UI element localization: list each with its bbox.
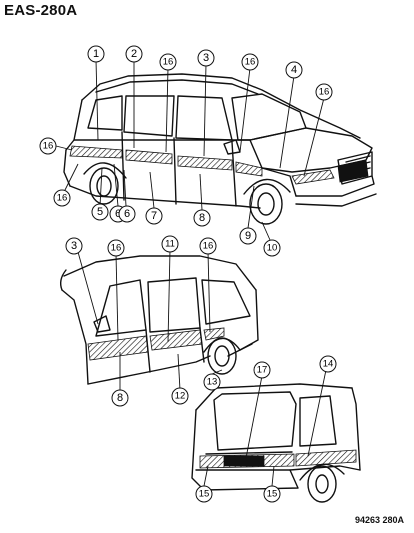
callout-top-1: 1 (87, 45, 105, 63)
diagram-code: EAS-280A (4, 2, 78, 19)
callout-side-7: 13 (203, 373, 221, 391)
callout-rear-2: 14 (319, 355, 337, 373)
callout-label: 8 (117, 392, 123, 404)
leader-lines (55, 59, 327, 487)
callout-rear-4: 15 (263, 485, 281, 503)
callout-label: 16 (203, 241, 214, 252)
callout-side-3: 11 (161, 235, 179, 253)
callout-top-13: 7 (145, 207, 163, 225)
callout-label: 16 (111, 243, 122, 254)
callout-label: 3 (203, 52, 209, 64)
callout-side-1: 3 (65, 237, 83, 255)
callout-top-3: 16 (159, 53, 177, 71)
minivan-rear-view (191, 383, 361, 503)
callout-rear-1: 17 (253, 361, 271, 379)
callout-top-14: 8 (193, 209, 211, 227)
molding-strips-rear-view (199, 449, 357, 469)
callout-label: 8 (199, 212, 205, 224)
callout-label: 9 (245, 230, 251, 242)
callouts: 1 2 16 3 16 4 16 16 16 5 6 6 7 8 9 10 3 … (39, 45, 337, 503)
callout-top-2: 2 (125, 45, 143, 63)
callout-top-10: 5 (91, 203, 109, 221)
callout-label: 16 (245, 57, 256, 68)
callout-label: 3 (71, 240, 77, 252)
molding-strips-front-view (69, 145, 369, 185)
callout-label: 7 (151, 210, 157, 222)
callout-top-7: 16 (315, 83, 333, 101)
callout-label: 1 (93, 48, 99, 60)
callout-label: 14 (323, 359, 334, 370)
callout-rear-3: 15 (195, 485, 213, 503)
callout-side-5: 8 (111, 389, 129, 407)
callout-top-5: 16 (241, 53, 259, 71)
callout-label: 10 (267, 243, 278, 254)
callout-top-6: 4 (285, 61, 303, 79)
minivan-side-view (59, 255, 259, 385)
callout-label: 15 (267, 489, 278, 500)
molding-strips-side-view (87, 327, 225, 361)
callout-label: 5 (97, 206, 103, 218)
reference-code: 94263 280A (354, 515, 404, 525)
callout-label: 11 (165, 239, 175, 250)
callout-label: 2 (131, 48, 137, 60)
callout-label: 16 (163, 57, 174, 68)
callout-label: 6 (115, 208, 121, 220)
callout-label: 13 (207, 377, 218, 388)
callout-top-4: 3 (197, 49, 215, 67)
callout-side-6: 12 (171, 387, 189, 405)
callout-top-8: 16 (39, 137, 57, 155)
callout-top-9: 16 (53, 189, 71, 207)
callout-label: 16 (57, 193, 68, 204)
callout-side-2: 16 (107, 239, 125, 257)
callout-top-12: 6 (118, 205, 136, 223)
callout-side-4: 16 (199, 237, 217, 255)
callout-top-16: 10 (263, 239, 281, 257)
callout-label: 15 (199, 489, 210, 500)
callout-label: 12 (175, 391, 186, 402)
callout-label: 16 (43, 141, 54, 152)
callout-label: 16 (319, 87, 330, 98)
callout-label: 17 (257, 365, 268, 376)
callout-label: 4 (291, 64, 297, 76)
callout-top-15: 9 (239, 227, 257, 245)
callout-label: 6 (124, 208, 130, 220)
